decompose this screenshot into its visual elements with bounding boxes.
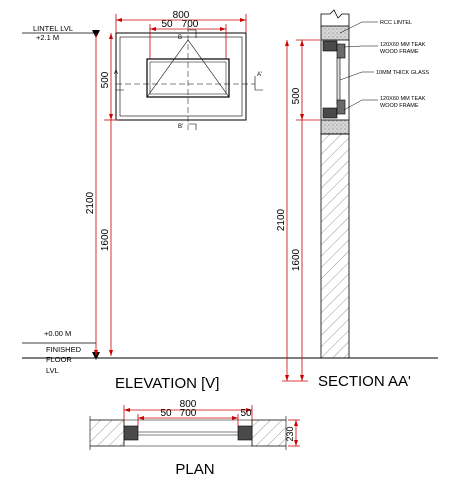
section-label-b-prime: B' — [178, 124, 183, 130]
plan-dimension-lines — [123, 405, 300, 447]
plan-dim-label-glass: 700 — [180, 408, 197, 419]
finished-floor-label-2: FLOOR — [46, 355, 72, 364]
section-sill — [320, 119, 350, 135]
arrow — [116, 18, 122, 22]
plan-view: 800 50 700 50 230 PLAN — [89, 399, 300, 478]
dim-label-frame: 50 — [161, 19, 173, 30]
plan-wall-right — [251, 419, 286, 447]
plan-dim-label-depth: 230 — [285, 426, 295, 441]
window-outer-frame — [115, 32, 247, 121]
callout-upper-frame-line1: 120X60 MM TEAK — [380, 42, 426, 48]
plan-dim-label-width-total: 800 — [180, 399, 197, 410]
elevation-dimension-lines — [95, 14, 247, 356]
lower-frame-detail — [336, 99, 346, 115]
arrow — [246, 408, 252, 412]
arrow — [285, 40, 289, 46]
arrow — [94, 350, 98, 356]
section-marker-a — [115, 76, 124, 91]
section-marker-b-prime — [188, 123, 197, 130]
upper-teak-frame — [322, 40, 338, 52]
arrow — [150, 27, 156, 31]
arrow — [124, 408, 130, 412]
section-dimension-lines — [282, 39, 320, 382]
section-label-a-prime: A' — [257, 72, 262, 78]
arrow — [220, 27, 226, 31]
finished-floor-label-1: FINISHED — [46, 345, 82, 354]
plan-dimension-arrows — [124, 408, 298, 446]
callout-rcc-lintel: RCC LINTEL — [380, 20, 412, 26]
dim-label-glass: 700 — [182, 19, 199, 30]
callout-glass: 10MM THICK GLASS — [376, 70, 429, 76]
arrow — [300, 114, 304, 120]
arrow — [285, 375, 289, 381]
plan-dim-label-frame-left: 50 — [160, 408, 172, 419]
arrow — [294, 420, 298, 426]
section-wall-break — [320, 9, 350, 26]
leader-upper-frame — [343, 45, 378, 48]
plan-title: PLAN — [175, 461, 214, 478]
section-dim-label-lintel-height: 2100 — [276, 208, 287, 231]
dim-label-sill-height: 1600 — [100, 228, 111, 251]
section-callout-leaders — [339, 21, 378, 111]
datum-level-label: +0.00 M — [44, 329, 71, 338]
plan-frame-right — [237, 425, 253, 441]
plan-frame-left — [123, 425, 139, 441]
section-label-b: B — [178, 35, 182, 41]
arrow — [109, 33, 113, 39]
upper-frame-detail — [336, 43, 346, 59]
arrow — [300, 40, 304, 46]
arrow — [300, 375, 304, 381]
lower-teak-frame — [322, 107, 338, 119]
callout-lower-frame-line1: 120X60 MM TEAK — [380, 96, 426, 102]
elevation-dimension-arrows — [94, 18, 246, 356]
arrow — [109, 114, 113, 120]
window-inner-frame — [119, 36, 243, 117]
section-wall-below — [320, 133, 350, 359]
dim-label-lintel-height: 2100 — [85, 191, 96, 214]
arrow — [240, 18, 246, 22]
arrow — [138, 416, 144, 420]
section-dim-label-sill-height: 1600 — [291, 248, 302, 271]
callout-lower-frame-line2: WOOD FRAME — [380, 103, 419, 109]
arrow — [294, 440, 298, 446]
callout-upper-frame-line2: WOOD FRAME — [380, 49, 419, 55]
elevation-title: ELEVATION [V] — [115, 375, 219, 392]
lintel-level-value: +2.1 M — [36, 33, 59, 42]
dim-label-width-total: 800 — [173, 10, 190, 21]
dim-label-height: 500 — [100, 71, 111, 88]
rcc-lintel — [320, 25, 350, 41]
section-title: SECTION AA' — [318, 373, 411, 390]
leader-rcc-lintel — [339, 21, 378, 34]
leader-glass — [339, 71, 374, 81]
section-marker-a-prime — [254, 76, 263, 91]
section-label-a: A — [114, 70, 118, 76]
plan-dim-label-frame-right: 50 — [240, 408, 252, 419]
arrow — [109, 350, 113, 356]
section-dim-label-height: 500 — [291, 87, 302, 104]
plan-wall-left — [90, 419, 125, 447]
arrow — [232, 416, 238, 420]
leader-lower-frame — [343, 99, 378, 111]
finished-floor-label-3: LVL — [46, 366, 59, 375]
section-glass — [336, 57, 341, 105]
section-marker-b — [188, 29, 197, 38]
lintel-level-label: LINTEL LVL — [33, 24, 73, 33]
section-dimension-arrows — [285, 40, 304, 381]
section-view: RCC LINTEL 120X60 MM TEAK WOOD FRAME 10M… — [276, 9, 429, 390]
elevation-view: A A' B B' — [22, 10, 438, 392]
